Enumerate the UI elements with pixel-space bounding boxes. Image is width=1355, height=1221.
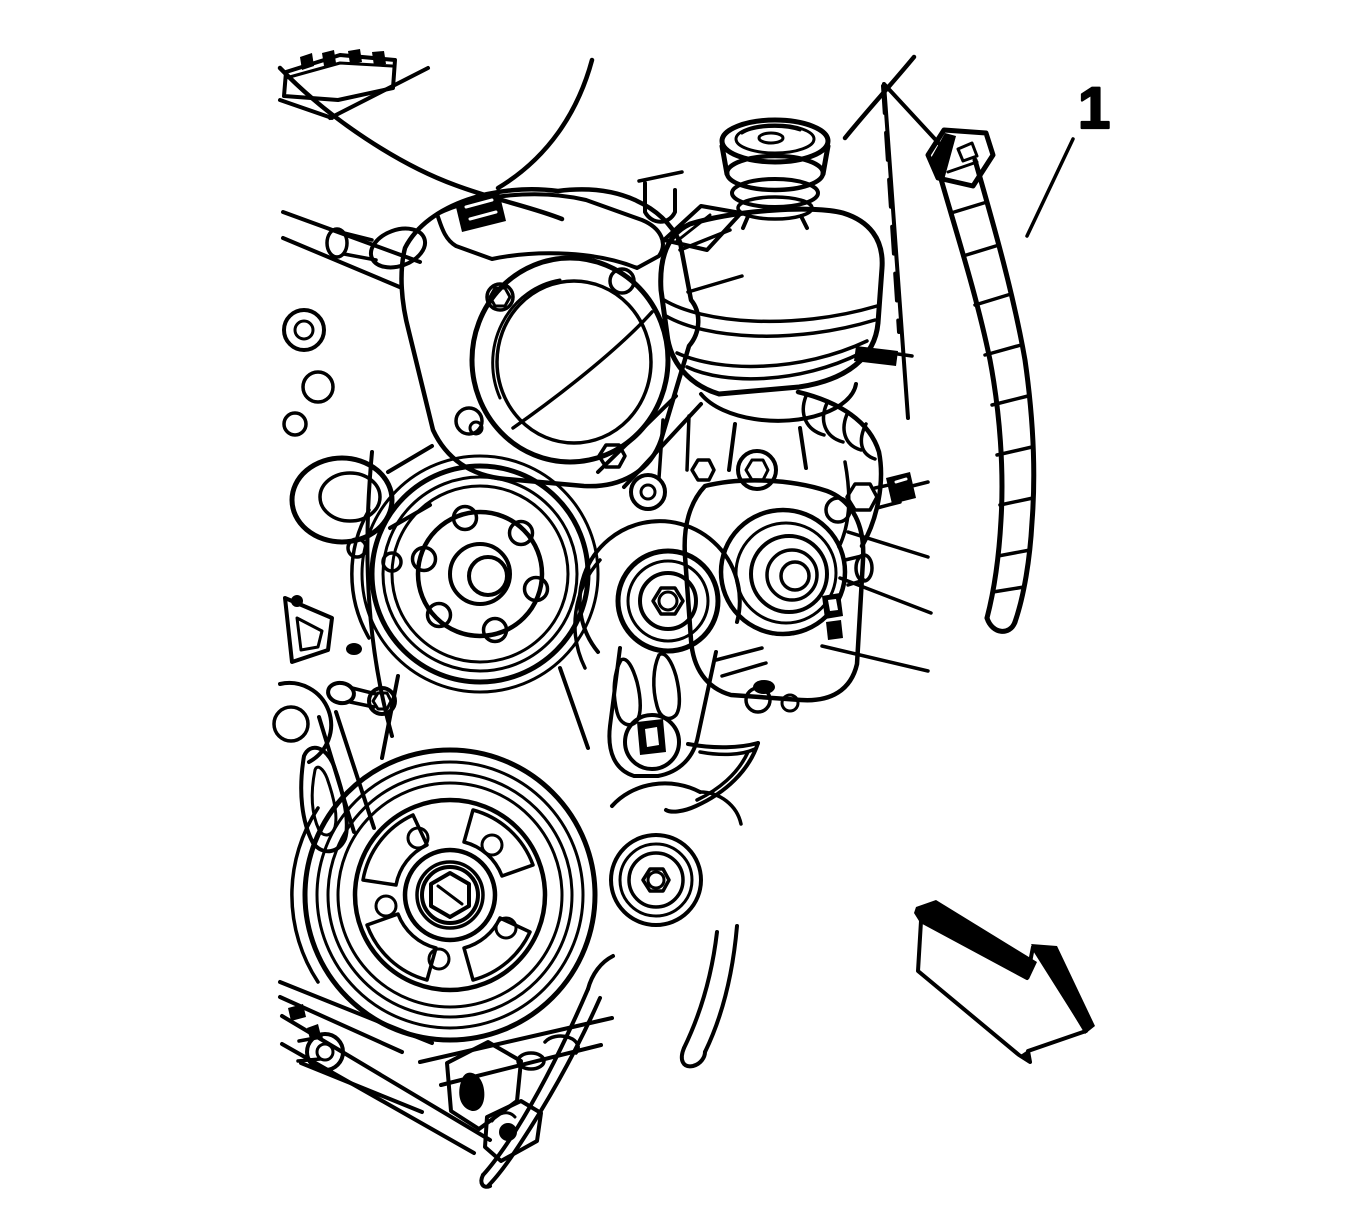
ps-fluid-reservoir — [637, 117, 914, 423]
reservoir-hoses — [596, 394, 716, 511]
callout-1: 1 — [1025, 75, 1111, 238]
crankshaft-balancer — [290, 747, 598, 1043]
power-steering-pump — [682, 389, 930, 714]
pointer-triangle — [881, 82, 948, 420]
belt-tensioner — [573, 519, 768, 814]
throttle-body — [399, 187, 744, 489]
direction-arrow — [914, 900, 1095, 1064]
harness-lines — [277, 54, 917, 222]
stabilizer-bar — [479, 924, 739, 1189]
frame-rail — [278, 980, 614, 1163]
tensioner-pulley — [615, 548, 721, 654]
callout-1-leader — [1025, 137, 1075, 238]
ribbed-hose — [925, 127, 1037, 634]
electrical-connector — [278, 49, 430, 120]
callout-1-label: 1 — [1078, 76, 1110, 141]
water-pump-pulley — [350, 454, 600, 694]
reservoir-cap — [719, 117, 831, 221]
pump-leader-lines — [820, 530, 933, 673]
idler-pulley — [609, 781, 743, 927]
drive-belt — [365, 450, 590, 760]
throttle-bore — [469, 255, 671, 465]
hose-tie-strap — [925, 127, 996, 189]
